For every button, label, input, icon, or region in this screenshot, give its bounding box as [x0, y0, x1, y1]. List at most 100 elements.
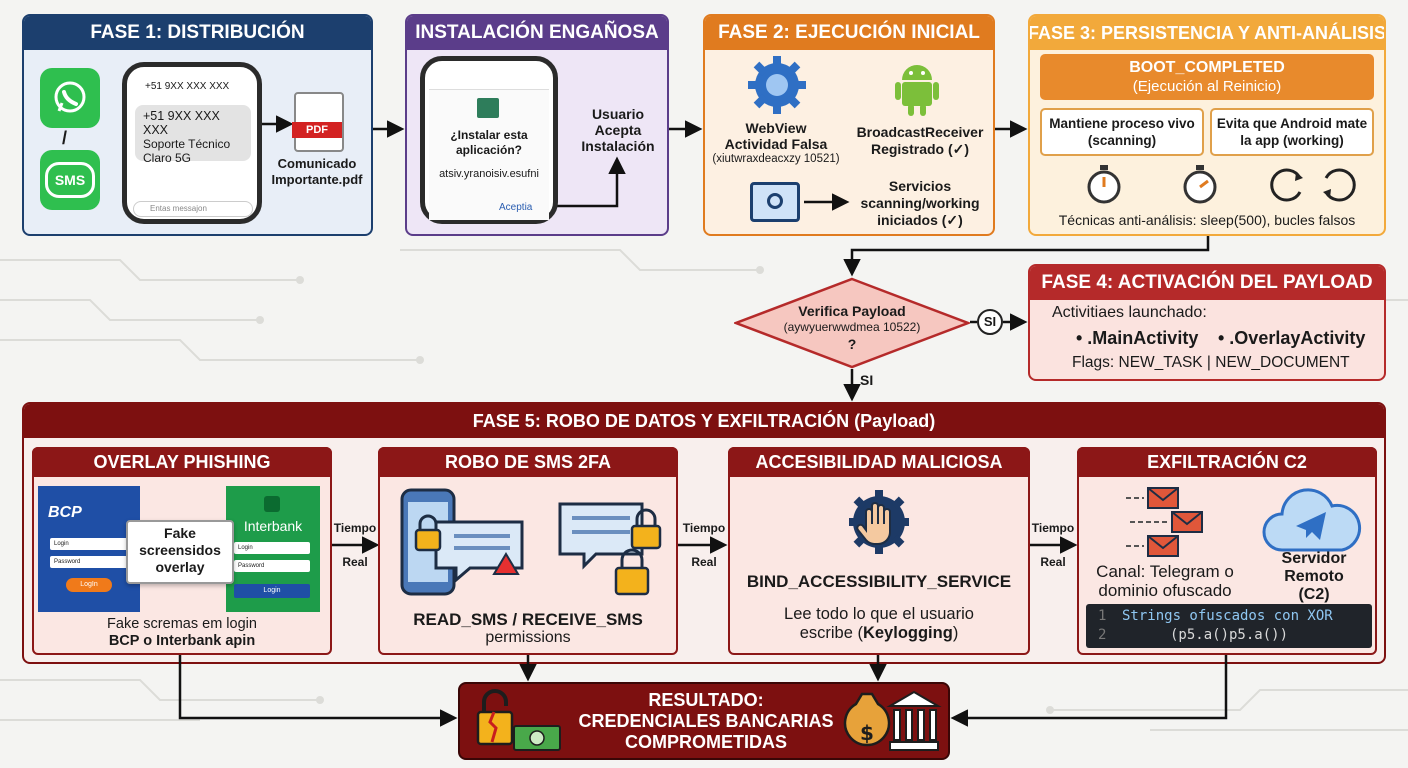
result-line2: CREDENCIALES BANCARIAS [578, 711, 834, 731]
bcp-password-field[interactable]: Password [50, 556, 128, 568]
envelopes-icon [1126, 487, 1203, 557]
sms-permissions-line2: permissions [485, 629, 571, 646]
phase3-title: FASE 3: PERSISTENCIA Y ANTI-ANÁLISIS [1030, 16, 1384, 50]
boot-subtitle: (Ejecución al Reinicio) [1132, 78, 1282, 95]
cloud-telegram-icon [1262, 488, 1362, 552]
yes-down-label: SI [860, 372, 874, 388]
result-line3: COMPROMETIDAS [625, 732, 787, 752]
phase4-title: FASE 4: ACTIVACIÓN DEL PAYLOAD [1030, 266, 1384, 300]
keep-alive-box: Mantiene proceso vivo (scanning) [1040, 108, 1204, 156]
interbank-logo: Interbank [243, 518, 303, 534]
ib-login-field[interactable]: Login [234, 542, 310, 554]
contact-number: +51 9XX XXX XXX [145, 81, 230, 92]
accessibility-title: ACCESIBILIDAD MALICIOSA [728, 447, 1030, 477]
message-input[interactable]: Entas messajon [133, 201, 253, 217]
accessibility-desc-line1: Lee todo lo que el usuario [784, 605, 974, 623]
phone-lock-icon [400, 488, 524, 596]
install-phone: ¿Instalar esta aplicación? atsiv.yranois… [420, 56, 558, 224]
overlay-phishing-title: OVERLAY PHISHING [32, 447, 332, 477]
realtime-label-1a: Tiempo [333, 521, 377, 535]
realtime-label-3a: Tiempo [1031, 521, 1075, 535]
exfil-channel-line2: dominio ofuscado [1098, 581, 1232, 600]
keep-alive-line2: (scanning) [1087, 133, 1157, 148]
broadcast-line1: BroadcastReceiver [856, 124, 984, 140]
channel-separator: / [62, 128, 68, 148]
code-line-2: (p5.a()p5.a()) [1170, 627, 1289, 643]
pdf-icon: PDF [292, 92, 344, 152]
realtime-label-2b: Real [691, 555, 717, 569]
android-icon [895, 65, 939, 116]
c2-server-line1: Servidor [1281, 550, 1347, 567]
accessibility-desc-prefix: escribe ( [799, 624, 863, 642]
sms-permissions-line1: READ_SMS / RECEIVE_SMS [413, 610, 643, 629]
avoid-kill-box: Evita que Android mate la app (working) [1210, 108, 1374, 156]
svg-text:$: $ [860, 721, 874, 745]
gear-icon [748, 56, 806, 114]
services-line3: iniciados (✓) [877, 212, 963, 228]
decision-line3: ? [847, 336, 857, 352]
fake-line2: screensidos [139, 542, 221, 558]
phase5-title: FASE 5: ROBO DE DATOS Y EXFILTRACIÓN (Pa… [24, 404, 1384, 438]
install-title: INSTALACIÓN ENGAÑOSA [407, 16, 667, 50]
user-accepts-line2: Acepta [594, 122, 642, 138]
message-bubble: +51 9XX XXX XXX Soporte Técnico Claro 5G [135, 105, 251, 165]
pdf-filename-line2: Importante.pdf [271, 172, 363, 187]
decision-line2: (aywyuerwwdmea 10522) [783, 320, 921, 334]
phase4-intro: Activitiaes launchado: [1052, 304, 1207, 321]
phase4-panel: FASE 4: ACTIVACIÓN DEL PAYLOAD [1028, 264, 1386, 381]
install-question-line2: aplicación? [455, 143, 523, 157]
interbank-screen: Interbank Login Password Login [226, 486, 320, 612]
pdf-label: PDF [292, 122, 342, 138]
interbank-logo-icon [264, 496, 280, 512]
result-line1: RESULTADO: [648, 690, 764, 710]
webview-line2: Actividad Falsa [724, 136, 828, 152]
code-line-number-2: 2 [1098, 627, 1107, 643]
exfiltration-title: EXFILTRACIÓN C2 [1077, 447, 1377, 477]
exfil-channel-line1: Canal: Telegram o [1096, 562, 1234, 581]
services-line1: Servicios [888, 178, 952, 194]
message-line2: Claro 5G [143, 151, 192, 165]
main-activity: • .MainActivity [1076, 328, 1199, 348]
message-line1: Soporte Técnico [143, 137, 231, 151]
sms-icon: SMS [40, 150, 100, 210]
message-number: +51 9XX XXX XXX [143, 109, 220, 137]
accessibility-service: BIND_ACCESSIBILITY_SERVICE [746, 572, 1012, 591]
install-question-line1: ¿Instalar esta [450, 128, 528, 142]
c2-server-line3: (C2) [1298, 586, 1330, 603]
accept-button[interactable]: Aceptia [499, 202, 533, 213]
phase2-title: FASE 2: EJECUCIÓN INICIAL [705, 16, 993, 50]
boot-completed-box: BOOT_COMPLETED (Ejecución al Reinicio) [1040, 54, 1374, 100]
broadcast-line2: Registrado (✓) [870, 141, 970, 157]
package-name: atsiv.yranoisiv.esufni [439, 168, 539, 180]
realtime-label-3b: Real [1040, 555, 1066, 569]
realtime-label-2a: Tiempo [682, 521, 726, 535]
accessibility-desc-suffix: ) [952, 624, 959, 642]
yes-right-badge: SI [977, 309, 1003, 335]
bcp-login-button[interactable]: LogIn [66, 578, 112, 592]
fake-line3: overlay [155, 559, 205, 575]
install-dialog: ¿Instalar esta aplicación? atsiv.yranois… [429, 89, 549, 220]
code-line-1: Strings ofuscados con XOR [1122, 608, 1333, 624]
bcp-screen: BCP Login Password LogIn [38, 486, 140, 612]
ib-password-field[interactable]: Password [234, 560, 310, 572]
keep-alive-line1: Mantiene proceso vivo [1049, 116, 1195, 131]
bcp-login-field[interactable]: Login [50, 538, 128, 550]
pdf-filename-line1: Comunicado [277, 156, 357, 171]
fake-line1: Fake [164, 525, 196, 541]
bcp-logo: BCP [48, 504, 82, 521]
overlay-caption-line1: Fake scremas em login [107, 616, 257, 632]
fake-overlay-label: Fake screensidos overlay [126, 520, 234, 584]
ib-login-button[interactable]: Login [234, 584, 310, 598]
c2-server-line2: Remoto [1284, 568, 1344, 585]
accessibility-desc-line2: escribe (Keylogging) [728, 624, 1030, 643]
user-accepts-line1: Usuario [591, 106, 645, 122]
whatsapp-icon [40, 68, 100, 128]
avoid-kill-line1: Evita que Android mate [1216, 116, 1368, 131]
boot-title: BOOT_COMPLETED [1129, 59, 1285, 76]
code-snippet: 1 2 Strings ofuscados con XOR (p5.a()p5.… [1086, 604, 1372, 648]
anti-analysis-techniques: Técnicas anti-análisis: sleep(500), bucl… [1058, 212, 1356, 228]
phone-mockup: +51 9XX XXX XXX +51 9XX XXX XXX Soporte … [122, 62, 262, 224]
sms-label: SMS [45, 162, 95, 198]
verify-payload-decision [734, 277, 970, 369]
code-line-number-1: 1 [1098, 608, 1107, 624]
